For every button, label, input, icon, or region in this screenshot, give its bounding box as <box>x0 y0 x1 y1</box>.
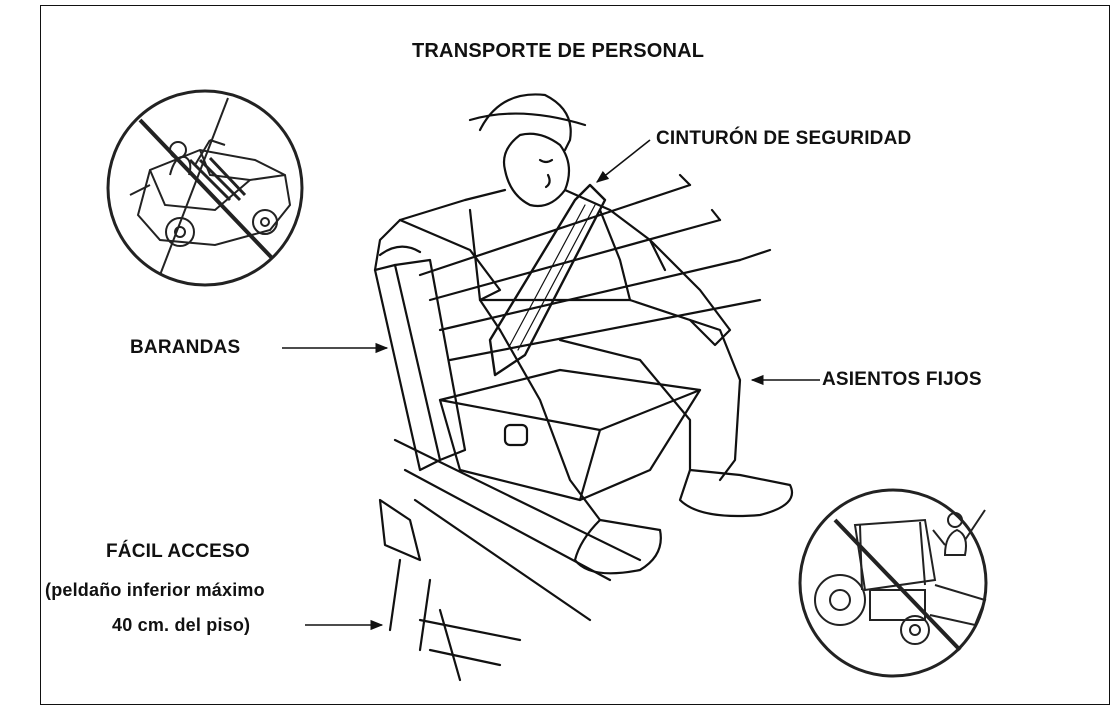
easy-access-detail-line-2: 40 cm. del piso) <box>112 615 251 635</box>
seat-belt-label: CINTURÓN DE SEGURIDAD <box>656 128 912 149</box>
diagram-title: TRANSPORTE DE PERSONAL <box>412 40 705 62</box>
easy-access-detail-line-1: (peldaño inferior máximo <box>45 580 265 600</box>
seat-belt-arrow <box>595 139 651 183</box>
rails-label: BARANDAS <box>130 337 241 358</box>
no-riding-in-truck-bed-icon <box>106 89 304 287</box>
easy-access-label: FÁCIL ACCESO <box>106 541 250 562</box>
fixed-seats-label: ASIENTOS FIJOS <box>822 369 982 390</box>
seated-worker-illustration <box>373 93 793 682</box>
figure-frame <box>40 5 1110 705</box>
no-riding-on-tractor-icon <box>798 488 988 678</box>
